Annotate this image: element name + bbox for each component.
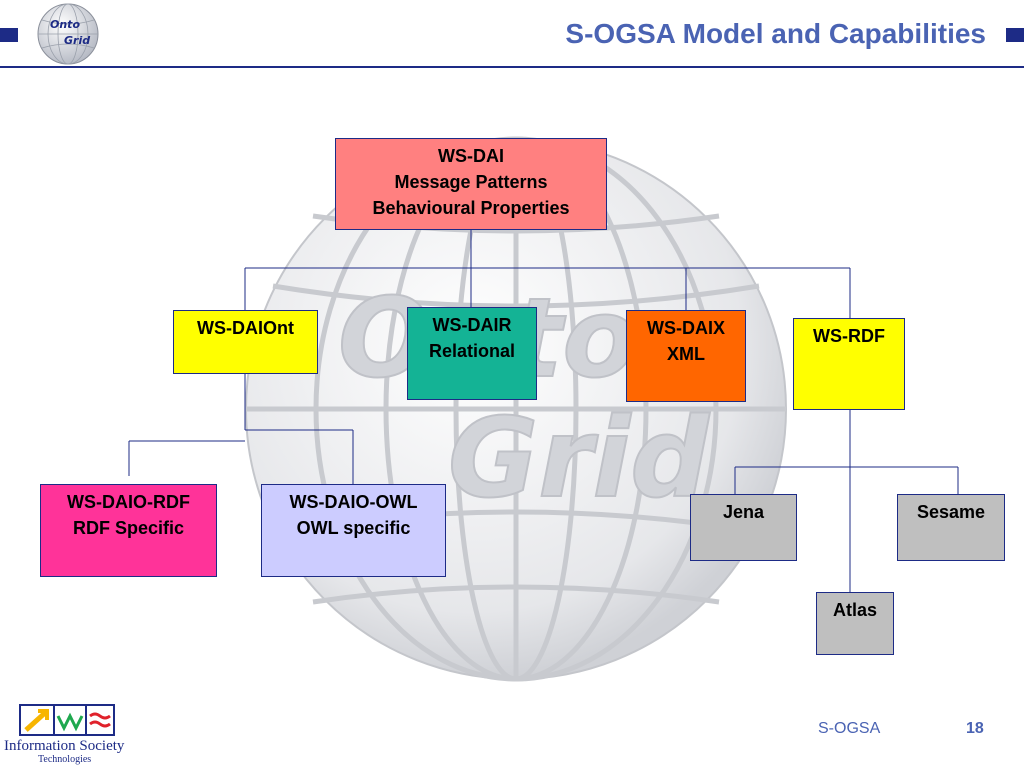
ws-daio-rdf-line-2: RDF Specific — [72, 518, 185, 538]
ist-text-line-2: Technologies — [38, 754, 92, 765]
title-rule — [0, 66, 1024, 68]
sesame-line-1: Sesame — [916, 502, 986, 522]
ws-dair-line-2: Relational — [428, 341, 516, 361]
ws-rdf-line-1: WS-RDF — [813, 326, 885, 346]
ist-text-line-1: Information Society — [4, 738, 125, 754]
svg-text:Grid: Grid — [448, 394, 710, 522]
ws-dai-box: WS-DAI Message Patterns Behavioural Prop… — [335, 138, 607, 230]
ws-daix-box: WS-DAIX XML — [626, 310, 746, 402]
ws-daio-owl-line-1: WS-DAIO-OWL — [289, 492, 418, 512]
ws-daio-rdf-box: WS-DAIO-RDF RDF Specific — [40, 484, 217, 577]
ws-dai-line-1: WS-DAI — [438, 146, 504, 166]
information-society-logo — [19, 704, 115, 736]
ws-dai-line-2: Message Patterns — [394, 172, 548, 192]
ws-daiont-line-1: WS-DAIOnt — [197, 318, 294, 338]
atlas-line-1: Atlas — [832, 600, 877, 620]
ws-daix-line-2: XML — [667, 344, 705, 364]
ws-rdf-box: WS-RDF — [793, 318, 905, 410]
ws-daio-rdf-line-1: WS-DAIO-RDF — [67, 492, 190, 512]
logo-text-bottom: Grid — [64, 34, 90, 47]
ws-daiont-box: WS-DAIOnt — [173, 310, 318, 374]
ws-daio-owl-box: WS-DAIO-OWL OWL specific — [261, 484, 446, 577]
ws-dair-line-1: WS-DAIR — [432, 315, 512, 335]
page-number: 18 — [966, 720, 984, 737]
jena-line-1: Jena — [722, 502, 765, 522]
sesame-box: Sesame — [897, 494, 1005, 561]
jena-box: Jena — [690, 494, 797, 561]
atlas-box: Atlas — [816, 592, 894, 655]
footer-label: S-OGSA — [818, 720, 881, 737]
ontogrid-logo: Onto Grid — [37, 3, 99, 65]
ws-dair-box: WS-DAIR Relational — [407, 307, 537, 400]
ws-daix-line-1: WS-DAIX — [647, 318, 725, 338]
ws-daio-owl-line-2: OWL specific — [296, 518, 411, 538]
title-bar-square-right — [1006, 28, 1024, 42]
title-bar-square-left — [0, 28, 18, 42]
logo-text-top: Onto — [50, 18, 80, 31]
ws-dai-line-3: Behavioural Properties — [372, 198, 570, 218]
slide-title: S-OGSA Model and Capabilities — [565, 18, 986, 49]
